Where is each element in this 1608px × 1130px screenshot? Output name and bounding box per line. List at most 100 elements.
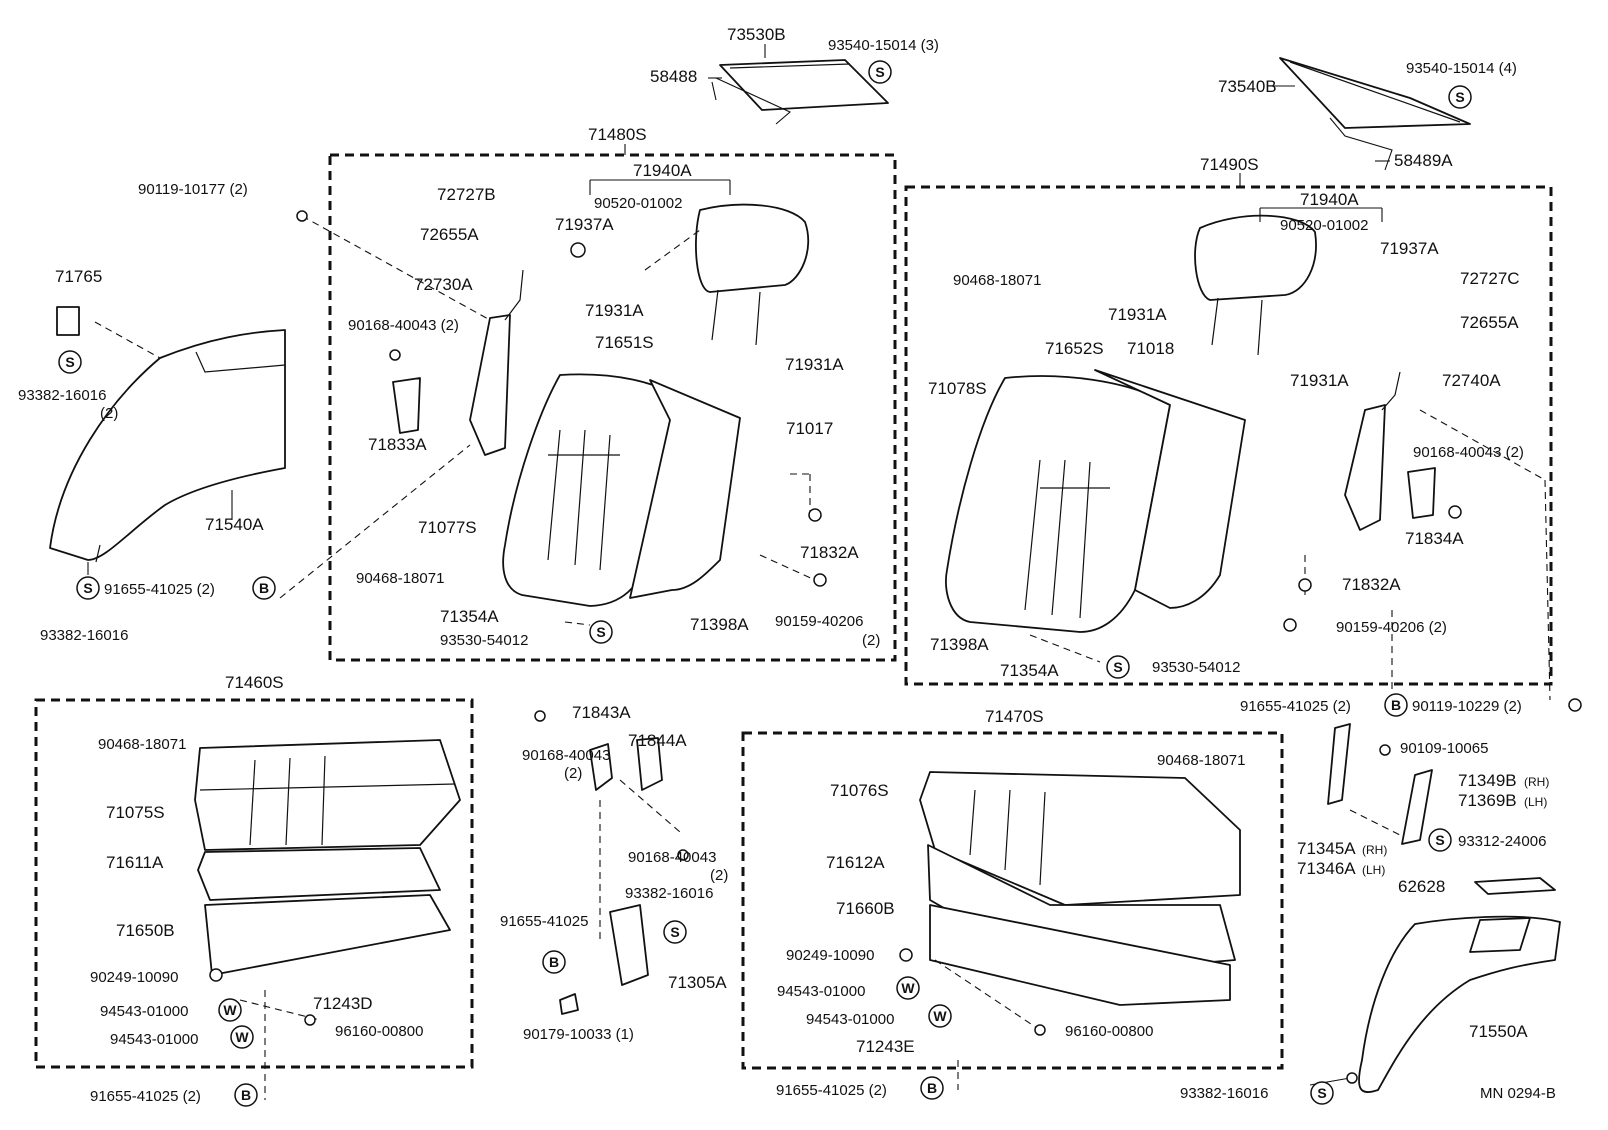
svg-text:S: S — [1455, 89, 1464, 105]
symbol-s-1118-667: S — [1106, 655, 1130, 679]
label-b-94543-b: 94543-01000 — [110, 1031, 198, 1048]
label-l-71931a-a: 71931A — [585, 301, 644, 320]
label-m-90168-b-qty: (2) — [710, 867, 728, 884]
label-e-93382-16016: 93382-16016 — [1180, 1085, 1268, 1102]
label-e-93312-24006: 93312-24006 — [1458, 833, 1546, 850]
symbol-s-1460-97: S — [1448, 85, 1472, 109]
group-box-71470s — [741, 731, 1284, 1070]
seatback-71078s-drawing — [945, 369, 1246, 633]
label-m-90168-b: 90168-40043 — [628, 849, 716, 866]
label-e-90109-10065: 90109-10065 — [1400, 740, 1488, 757]
label-l-71651s: 71651S — [595, 333, 654, 352]
label-b-71075s: 71075S — [106, 803, 165, 822]
svg-text:B: B — [549, 954, 559, 970]
label-c-96160-00800: 96160-00800 — [1065, 1023, 1153, 1040]
symbol-w-940-1016: W — [928, 1004, 952, 1028]
label-l-71077s: 71077S — [418, 518, 477, 537]
label-71540a: 71540A — [205, 515, 264, 534]
seat-cushion-left-drawing — [194, 739, 461, 976]
label-b-91655-41025: 91655-41025 (2) — [90, 1088, 201, 1105]
label-r-90159-40206: 90159-40206 (2) — [1336, 619, 1447, 636]
label-l-71937a: 71937A — [555, 215, 614, 234]
label-r-90119-10229: 90119-10229 (2) — [1412, 698, 1522, 715]
label-e-62628: 62628 — [1398, 877, 1445, 896]
label-73530b: 73530B — [727, 25, 786, 44]
symbol-b-1396-705: B — [1384, 693, 1408, 717]
group-box-71490s — [904, 185, 1553, 686]
label-l-71398a: 71398A — [690, 615, 749, 634]
label-r-71940a: 71940A — [1300, 190, 1359, 209]
label-m-71844a: 71844A — [628, 731, 687, 750]
label-r-72727c: 72727C — [1460, 269, 1520, 288]
label-e-71345a-side: (RH) — [1362, 843, 1387, 857]
hinge-72740a-drawing — [1344, 371, 1436, 531]
label-71480s: 71480S — [588, 125, 647, 144]
label-r-72740a: 72740A — [1442, 371, 1501, 390]
svg-text:S: S — [83, 580, 92, 596]
svg-text:S: S — [1113, 659, 1122, 675]
label-r-71937a: 71937A — [1380, 239, 1439, 258]
part-labels: 73530B 93540-15014 (3) 58488 73540B 9354… — [18, 25, 1556, 1105]
headrest-left-drawing — [695, 203, 810, 346]
label-71490s: 71490S — [1200, 155, 1259, 174]
label-r-90168-40043: 90168-40043 (2) — [1413, 444, 1524, 461]
label-e-71349b-side: (RH) — [1524, 775, 1549, 789]
label-l-72730a: 72730A — [414, 275, 473, 294]
label-e-71349b: 71349B — [1458, 771, 1517, 790]
label-b-94543-a: 94543-01000 — [100, 1003, 188, 1020]
label-m-90168-a-qty: (2) — [564, 765, 582, 782]
label-l-72727b: 72727B — [437, 185, 496, 204]
symbol-s-601-632: S — [589, 620, 613, 644]
svg-text:W: W — [901, 980, 915, 996]
reference-code: MN 0294-B — [1480, 1085, 1556, 1102]
label-c-91655-41025: 91655-41025 (2) — [776, 1082, 887, 1099]
label-l-90520-01002: 90520-01002 — [594, 195, 682, 212]
label-71765: 71765 — [55, 267, 102, 286]
label-r-71354a: 71354A — [1000, 661, 1059, 680]
tray-73530b-drawing — [711, 59, 889, 125]
symbol-s-1440-840: S — [1428, 828, 1452, 852]
label-m-90168-a: 90168-40043 — [522, 747, 610, 764]
label-r-72655a: 72655A — [1460, 313, 1519, 332]
label-r-71931a-a: 71931A — [1108, 305, 1167, 324]
label-e-71345a: 71345A — [1297, 839, 1356, 858]
svg-text:B: B — [241, 1087, 251, 1103]
label-r-71018: 71018 — [1127, 339, 1174, 358]
label-93382-16016-a-qty: (2) — [100, 405, 118, 422]
label-b-71243d: 71243D — [313, 994, 373, 1013]
label-l-71017: 71017 — [786, 419, 833, 438]
group-box-71460s — [34, 698, 474, 1069]
label-c-71660b: 71660B — [836, 899, 895, 918]
svg-text:W: W — [933, 1008, 947, 1024]
label-b-71650b: 71650B — [116, 921, 175, 940]
svg-text:S: S — [65, 354, 74, 370]
label-r-71398a: 71398A — [930, 635, 989, 654]
svg-text:S: S — [1317, 1085, 1326, 1101]
side-trim-71550a-drawing — [1358, 877, 1561, 1093]
symbol-s-675-932: S — [663, 920, 687, 944]
label-c-90468-18071: 90468-18071 — [1157, 752, 1245, 769]
label-73540b: 73540B — [1218, 77, 1277, 96]
label-r-71078s: 71078S — [928, 379, 987, 398]
symbol-s-70-361: S — [58, 350, 82, 374]
label-l-71833a: 71833A — [368, 435, 427, 454]
seatback-71077s-drawing — [502, 373, 741, 607]
group-box-71480s — [328, 153, 897, 662]
tray-73540b-drawing — [1279, 57, 1471, 171]
label-r-91655-41025: 91655-41025 (2) — [1240, 698, 1351, 715]
label-e-71369b-side: (LH) — [1524, 795, 1547, 809]
symbol-b-932-1088: B — [920, 1076, 944, 1100]
label-m-90179-10033: 90179-10033 (1) — [523, 1026, 634, 1043]
label-b-96160-00800: 96160-00800 — [335, 1023, 423, 1040]
label-93540-15014-4: 93540-15014 (4) — [1406, 60, 1517, 77]
middle-hinges-drawing — [559, 737, 663, 1015]
label-l-90159-40206: 90159-40206 — [775, 613, 863, 630]
side-trim-71540a-drawing — [49, 306, 286, 563]
label-r-71832a: 71832A — [1342, 575, 1401, 594]
label-l-72655a: 72655A — [420, 225, 479, 244]
label-b-71611a: 71611A — [106, 853, 164, 872]
label-b-90468-18071: 90468-18071 — [98, 736, 186, 753]
svg-text:W: W — [235, 1029, 249, 1045]
fasteners — [209, 210, 1582, 1084]
